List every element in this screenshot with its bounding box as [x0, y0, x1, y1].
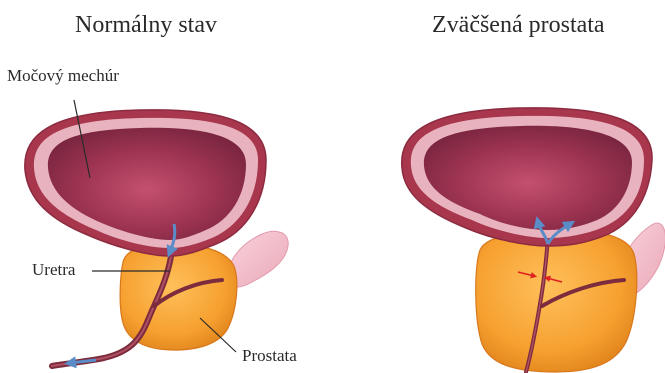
prostate-label: Prostata	[242, 346, 297, 366]
bladder-label: Močový mechúr	[7, 66, 119, 86]
normal-diagram	[25, 100, 288, 366]
urethra-label: Uretra	[32, 260, 75, 280]
enlarged-diagram	[402, 108, 665, 372]
prostate-enlarged	[476, 230, 637, 372]
